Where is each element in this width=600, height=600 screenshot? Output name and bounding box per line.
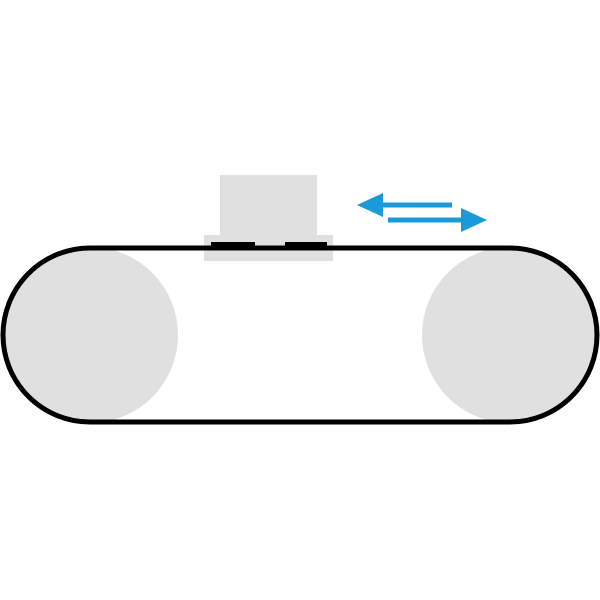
motion-arrows [357, 193, 487, 232]
arrow-left-icon [357, 193, 452, 217]
carriage-body [220, 175, 317, 235]
belt-clamp-right [285, 242, 327, 249]
arrow-right-icon [388, 208, 487, 232]
left-pulley [2, 247, 178, 423]
right-pulley [422, 247, 598, 423]
belt-clamp-left [211, 242, 255, 249]
